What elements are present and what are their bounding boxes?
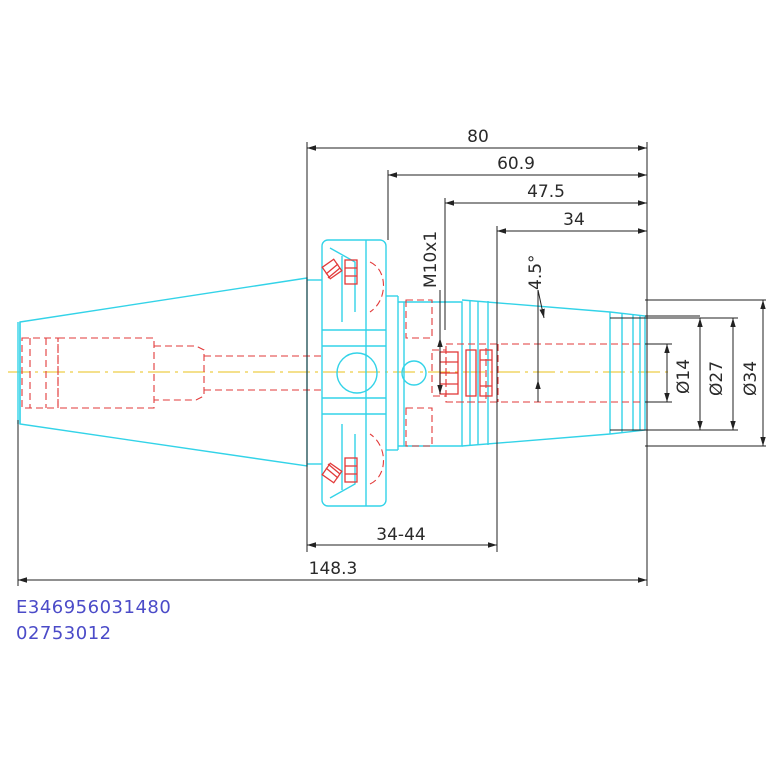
dim-60-9-label: 60.9 bbox=[497, 154, 535, 174]
dim-34-label: 34 bbox=[563, 210, 585, 230]
dim-phi27-label: Ø27 bbox=[707, 361, 727, 396]
dim-phi34-label: Ø34 bbox=[741, 361, 761, 396]
retention-clip-bottom bbox=[321, 457, 358, 484]
dim-47-5-label: 47.5 bbox=[527, 182, 565, 202]
front-nose bbox=[397, 296, 646, 450]
collet-nut-detail bbox=[439, 349, 493, 397]
dimension-lines bbox=[17, 142, 766, 586]
dim-34-44-label: 34-44 bbox=[376, 525, 425, 545]
dim-thread-label: M10x1 bbox=[421, 231, 441, 288]
flange-body bbox=[321, 239, 398, 507]
hidden-bore-lines bbox=[21, 261, 640, 485]
dim-80-label: 80 bbox=[467, 127, 489, 147]
dim-148-3-label: 148.3 bbox=[309, 559, 358, 579]
retention-clip-top bbox=[321, 258, 358, 285]
part-code-line2: 02753012 bbox=[16, 623, 112, 644]
dim-phi14-label: Ø14 bbox=[674, 359, 694, 394]
dim-angle-label: 4.5° bbox=[526, 254, 546, 290]
part-code-line1: E346956031480 bbox=[16, 597, 171, 618]
